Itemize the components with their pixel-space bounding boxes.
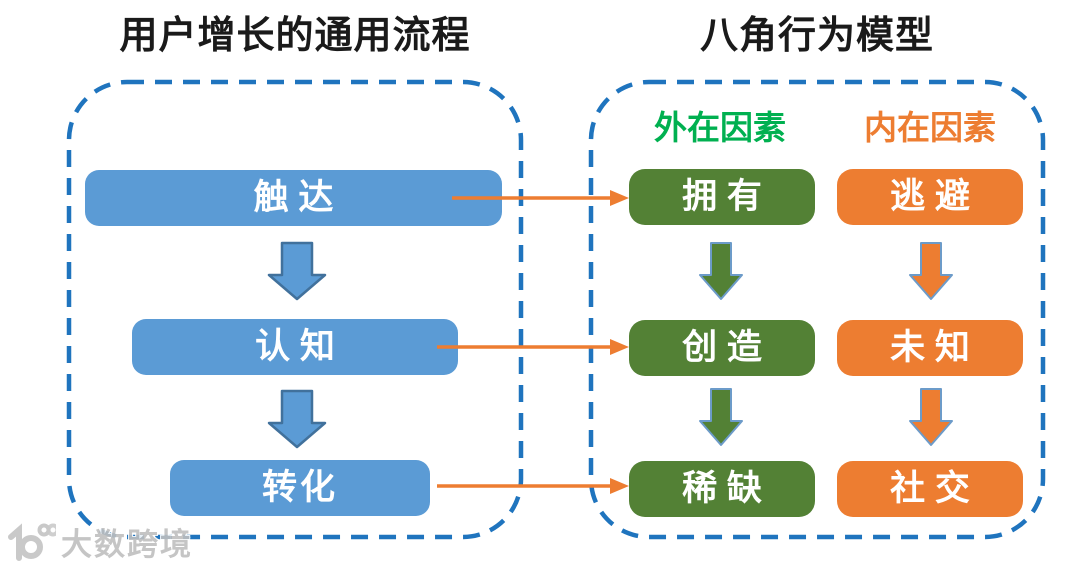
down-arrow-icon — [699, 388, 743, 446]
watermark: 大数跨境 — [4, 519, 193, 564]
step-cognition: 认 知 — [132, 319, 458, 375]
right-panel-title: 八角行为模型 — [699, 15, 934, 57]
step-conversion: 转化 — [170, 460, 430, 516]
left-panel-title: 用户增长的通用流程 — [119, 15, 471, 57]
down-arrow-icon — [699, 242, 743, 300]
connector-arrow-cognition-to-creation — [437, 339, 629, 355]
external-item-ownership: 拥 有 — [629, 169, 815, 225]
down-arrow-icon — [909, 388, 953, 446]
step-reach: 触 达 — [85, 170, 502, 226]
down-arrow-icon — [909, 242, 953, 300]
down-arrow-icon — [267, 241, 327, 301]
internal-factors-header: 内在因素 — [864, 109, 996, 146]
external-item-creation: 创 造 — [629, 320, 815, 376]
watermark-logo-icon — [8, 522, 56, 561]
external-factors-header: 外在因素 — [654, 109, 786, 146]
down-arrow-icon — [267, 389, 327, 449]
internal-item-avoidance: 逃 避 — [837, 169, 1023, 225]
internal-item-unknown: 未 知 — [837, 320, 1023, 376]
external-item-scarcity: 稀 缺 — [629, 461, 815, 517]
watermark-text: 大数跨境 — [61, 527, 193, 562]
connector-arrow-conversion-to-scarcity — [437, 478, 629, 494]
internal-item-social: 社 交 — [837, 461, 1023, 517]
